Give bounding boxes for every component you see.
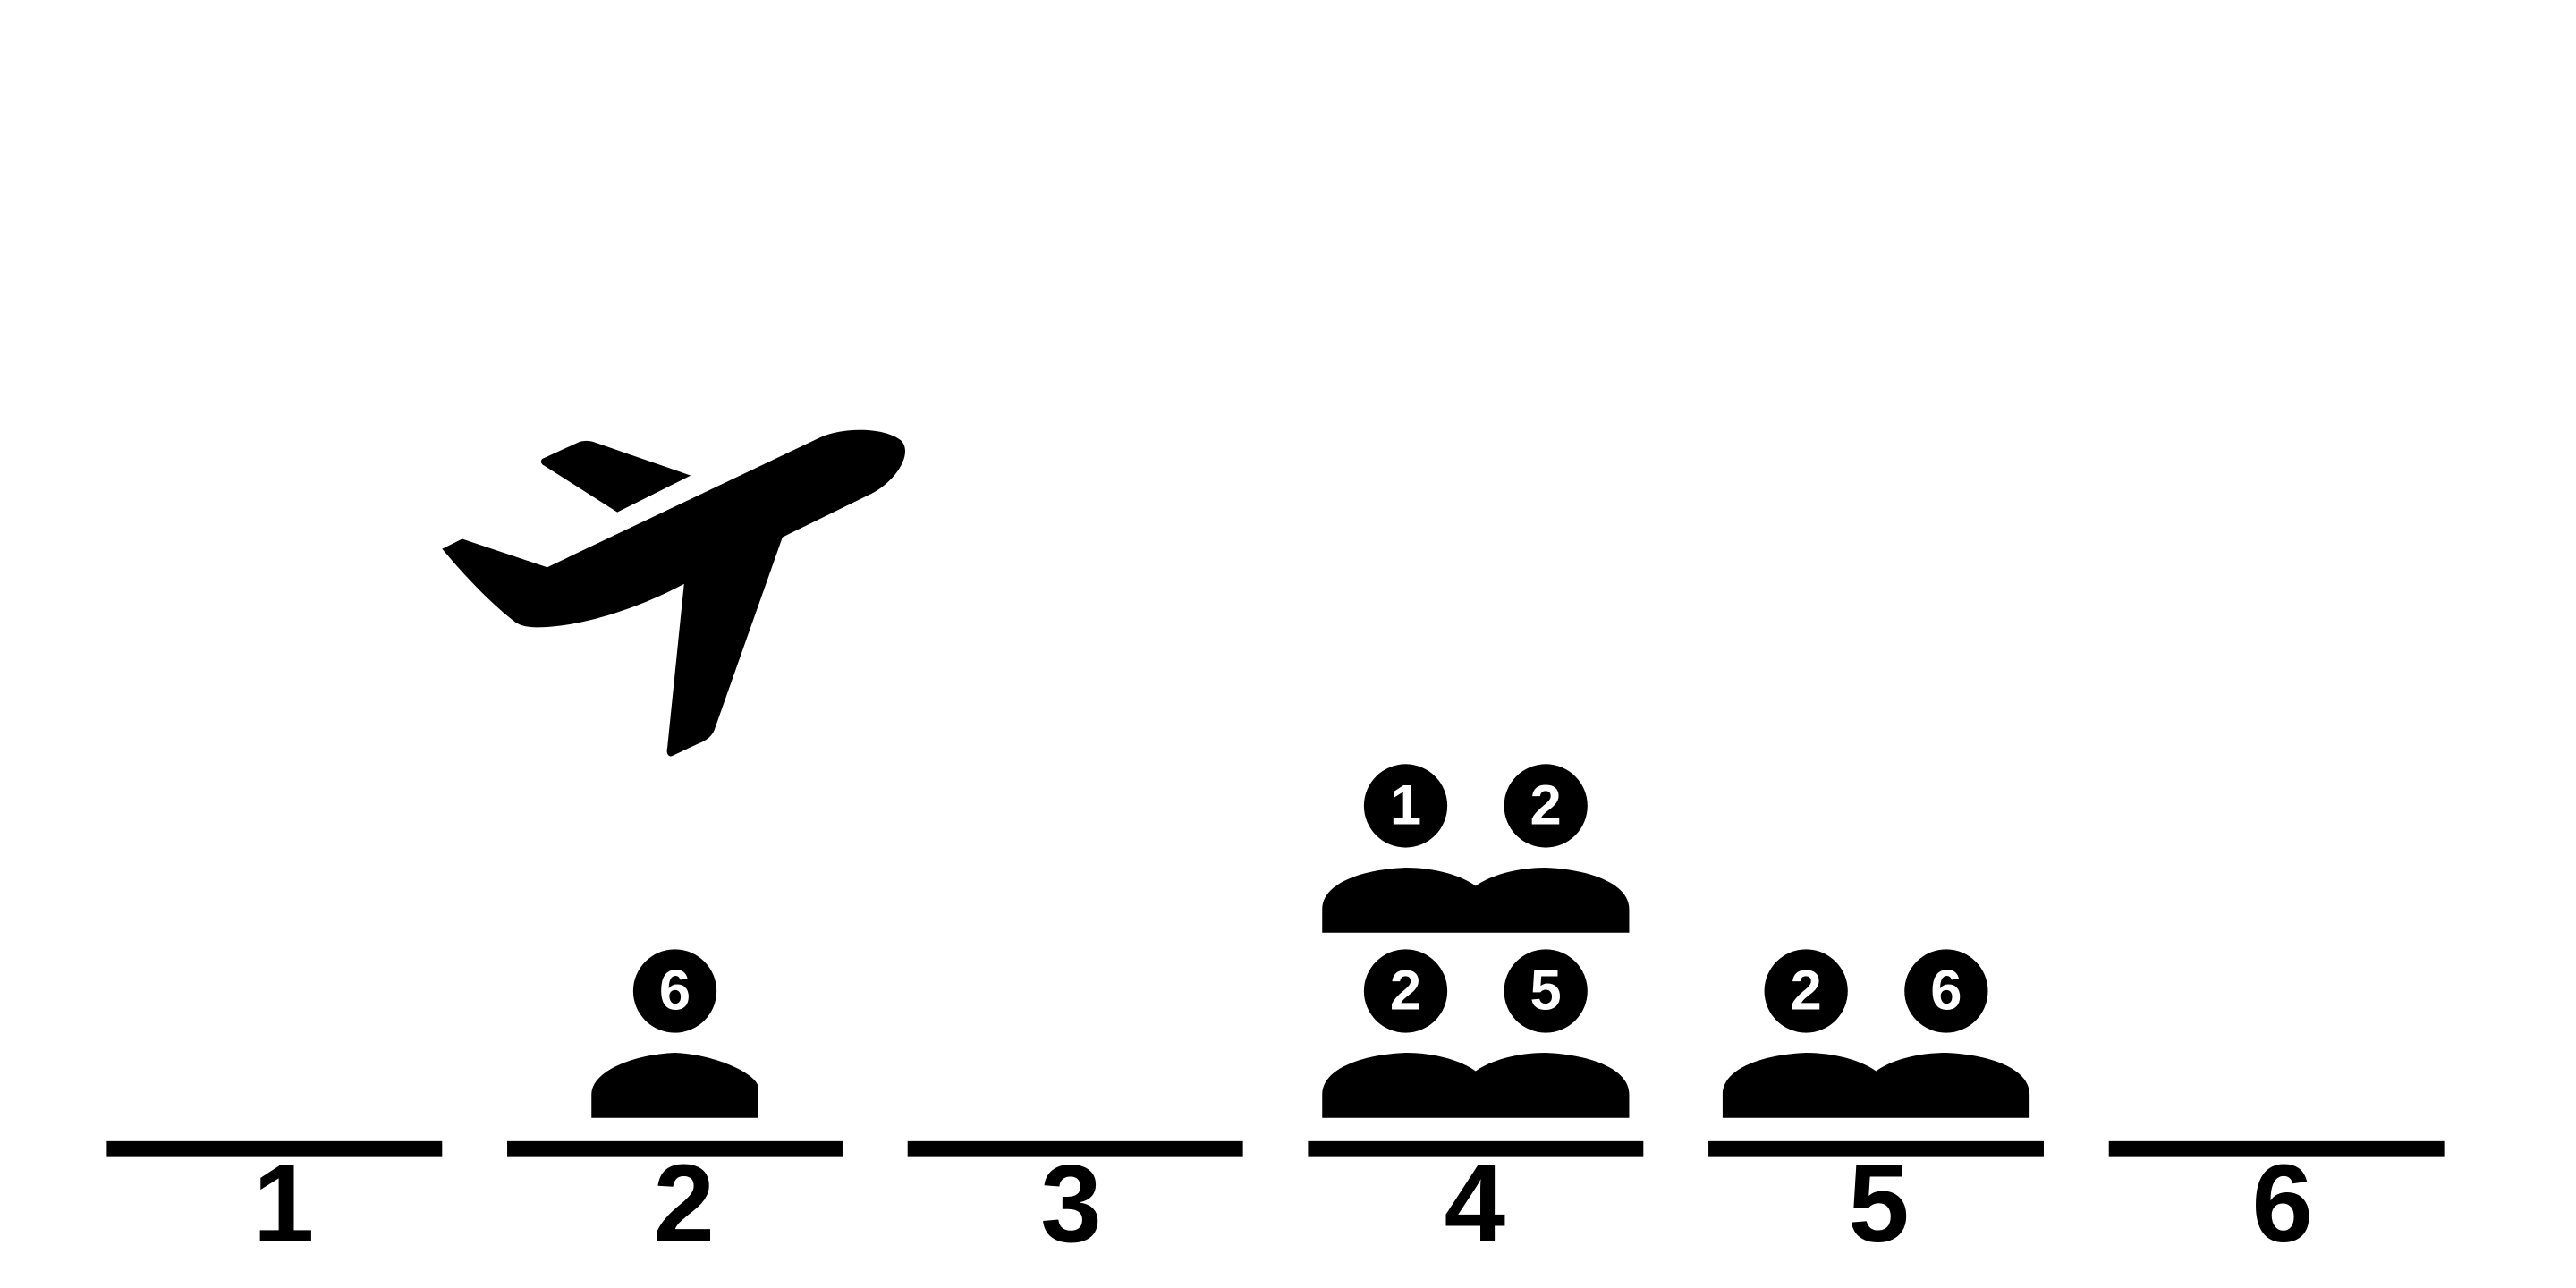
passenger-badge: 1: [1363, 764, 1448, 848]
slot-label-2: 2: [654, 1143, 715, 1266]
slot-label-4: 4: [1445, 1143, 1505, 1266]
slot-line-3: [907, 1140, 1243, 1157]
airplane-takeoff-icon: [442, 429, 906, 757]
slot-line-2: [507, 1140, 843, 1157]
passenger-body: [1322, 867, 1630, 933]
passenger-head: [1764, 949, 1848, 1033]
passenger-badge: 2: [1504, 764, 1588, 848]
passenger-badge: 2: [1764, 949, 1848, 1033]
slot-label-6: 6: [2251, 1143, 2312, 1266]
passenger-body: [1322, 1052, 1630, 1118]
passenger-head: [1363, 764, 1448, 848]
passenger-badge: 6: [1904, 949, 1988, 1033]
passenger-badge: 6: [632, 949, 717, 1033]
slot-label-3: 3: [1040, 1143, 1101, 1266]
passenger-number: 2: [1390, 959, 1421, 1021]
slot-line-5: [1708, 1140, 2044, 1157]
passenger-body: [591, 1052, 758, 1118]
passenger-head: [1504, 949, 1588, 1033]
passenger-row: 6: [591, 949, 758, 1118]
slot-labels: 1 2 3 4 5 6: [253, 1143, 2313, 1266]
passenger-number: 1: [1390, 774, 1421, 836]
passenger-head: [1504, 764, 1588, 848]
slot-lines: [106, 1140, 2445, 1157]
passenger-number: 6: [1930, 959, 1962, 1021]
slot-line-1: [106, 1140, 443, 1157]
passenger-number: 5: [1530, 959, 1562, 1021]
slot-label-5: 5: [1848, 1143, 1909, 1266]
passenger-body: [1722, 1052, 2030, 1118]
passenger-badge: 2: [1363, 949, 1448, 1033]
slot-label-1: 1: [253, 1143, 314, 1266]
passenger-number: 2: [1530, 774, 1562, 836]
passenger-number: 6: [659, 959, 691, 1021]
passenger-badge: 5: [1504, 949, 1588, 1033]
passenger-head: [632, 949, 717, 1033]
passenger-number: 2: [1791, 959, 1822, 1021]
passenger-head: [1904, 949, 1988, 1033]
slot-line-4: [1308, 1140, 1644, 1157]
passenger-head: [1363, 949, 1448, 1033]
slot-line-6: [2108, 1140, 2445, 1157]
